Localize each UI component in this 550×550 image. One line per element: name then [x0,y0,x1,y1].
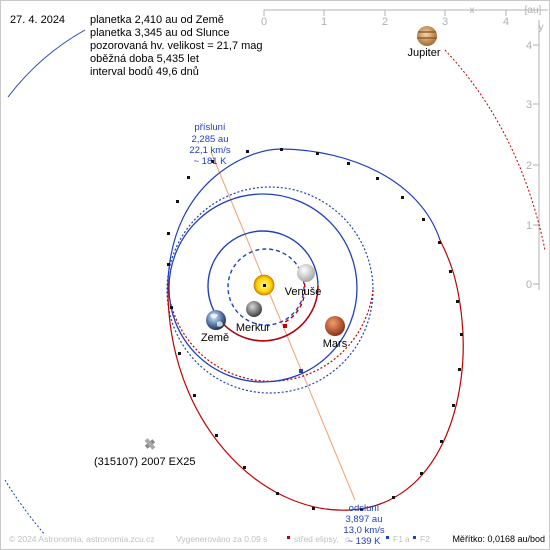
footer-legend-center: střed elipsy, [294,534,339,544]
top-tick-3: 3 [442,16,448,28]
asteroid-orbit-below [167,239,464,511]
info-line-distance-earth: planetka 2,410 au od Země [90,14,224,26]
legend-f2-marker [413,536,416,539]
jupiter-orbit-upper-left [7,29,86,98]
date-label: 27. 4. 2024 [10,14,65,26]
info-line-interval: interval bodů 49,6 dnů [90,66,199,78]
jupiter-orbit-lower-left [4,479,46,536]
legend-f1-marker [386,536,389,539]
footer-copyright: © 2024 Astronomia, astronomia.zcu.cz [9,534,155,544]
info-line-distance-sun: planetka 3,345 au od Slunce [90,27,229,39]
right-axis [533,20,540,290]
footer-legend-f1: F1 [393,534,403,544]
jupiter-icon [417,26,437,46]
perihelion-distance: 2,285 au [192,134,229,145]
axis-unit: [au] [525,5,542,16]
venus-orbit-below [219,285,319,342]
mars-icon [325,316,345,336]
earth-label: Země [201,332,229,344]
right-tick-4: 4 [526,40,532,52]
mercury-orbit-below [284,269,306,323]
aphelion-speed: 13,0 km/s [343,525,384,536]
footer-legend-o: o [345,534,350,544]
mars-label: Mars [323,338,348,350]
jupiter-orbit-upper-right [444,49,546,251]
top-axis [263,9,548,16]
footer-legend-and: a [405,534,410,544]
asteroid-orbit-above [167,148,441,283]
top-tick-2: 2 [382,16,388,28]
top-tick-1: 1 [321,16,327,28]
jupiter-label: Jupiter [407,47,440,59]
x-axis-variable: x [470,5,475,16]
top-tick-0: 0 [261,16,267,28]
earth-icon [206,310,226,330]
info-line-period: oběžná doba 5,435 let [90,53,199,65]
perihelion-temperature: ~ 181 K [193,156,227,167]
mars-position-marker [283,324,287,328]
earth-orbit [168,193,358,383]
ellipse-center-marker [299,369,303,373]
aphelion-title: odsluní [349,503,380,514]
venus-label: Venuše [285,286,322,298]
y-axis-variable: y [539,22,544,33]
right-tick-1: 1 [526,220,532,232]
venus-icon [297,264,315,282]
mercury-icon [246,301,262,317]
aphelion-temperature: ~ 139 K [347,536,381,547]
top-tick-4: 4 [503,16,509,28]
mercury-orbit [227,248,305,326]
footer-legend-f2: F2 [420,534,430,544]
perihelion-title: přísluní [194,122,226,133]
footer-scale: Měřítko: 0,0168 au/bod [452,534,545,544]
perihelion-speed: 22,1 km/s [189,145,230,156]
focus-marker [263,284,266,287]
right-tick-0: 0 [526,279,532,291]
asteroid-icon [144,438,156,450]
info-line-magnitude: pozorovaná hv. velikost = 21,7 mag [90,40,263,52]
asteroid-orbit-points [167,148,463,511]
aphelion-distance: 3,897 au [346,514,383,525]
footer-generated: Vygenerováno za 0,09 s [176,534,267,544]
asteroid-name-label: (315107) 2007 EX25 [94,456,196,468]
right-tick-2: 2 [526,160,532,172]
mercury-label: Merkur [236,322,271,334]
legend-center-marker [287,536,290,539]
right-tick-3: 3 [526,99,532,111]
